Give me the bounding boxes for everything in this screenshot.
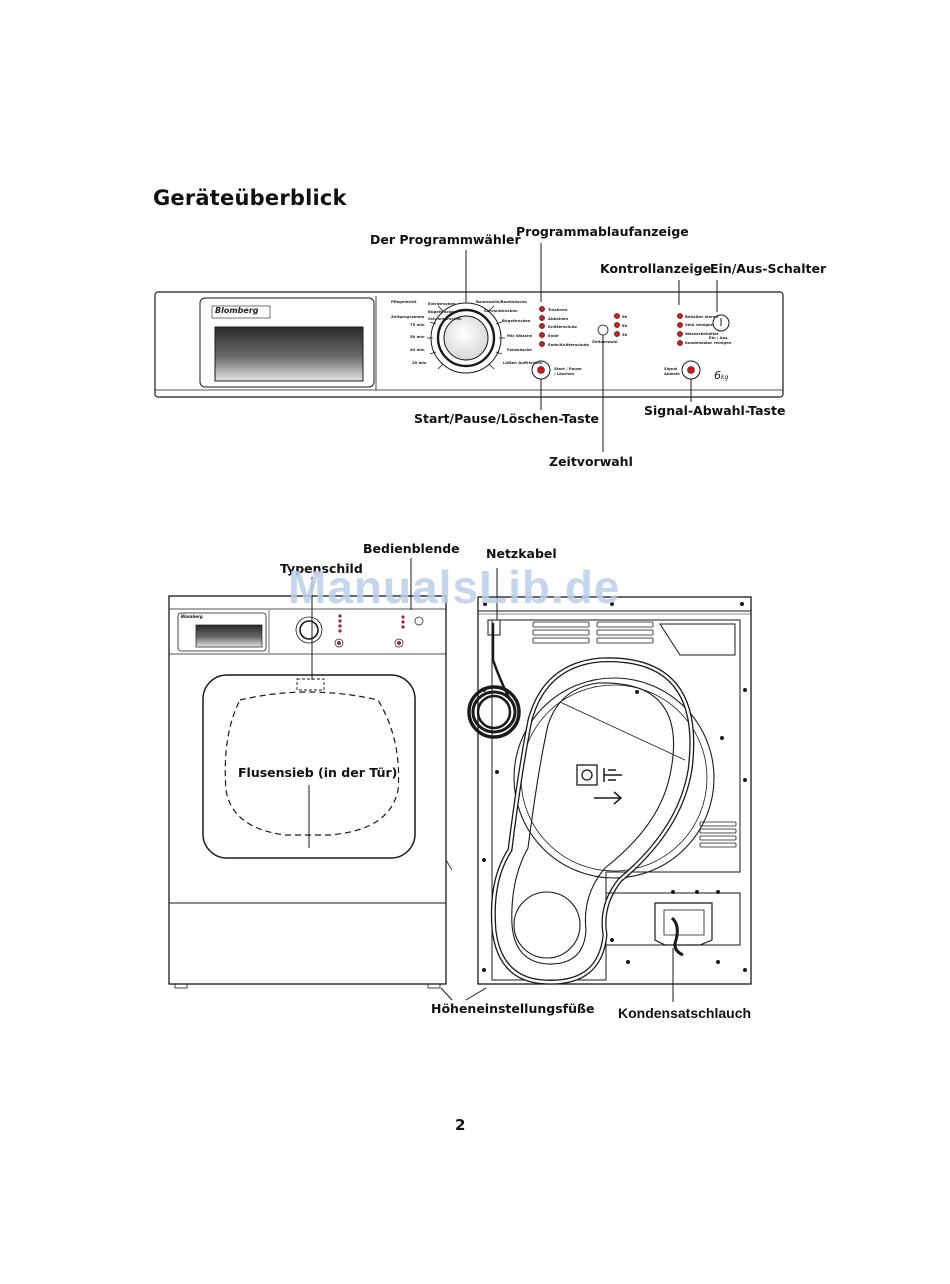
progress-led-label: Knitterschutz (548, 324, 577, 329)
progress-led-label: Trocknen (548, 307, 568, 312)
label-mains-cable: Netzkabel (486, 546, 557, 561)
program-selector-dial[interactable] (438, 310, 494, 366)
dial-label: Bügeltrocken (502, 318, 531, 323)
rear-view-drawing (467, 568, 752, 1002)
panel-leds (537, 306, 695, 374)
dial-label: Bügeltrocken (428, 309, 457, 314)
label-start-pause: Start/Pause/Löschen-Taste (414, 411, 600, 426)
delay-led-label: 9h (622, 314, 628, 319)
start-button-label: Start / Pause / Löschen (554, 366, 582, 376)
control-led-label: Sieb reinigen (685, 322, 714, 327)
start-pause-button[interactable] (532, 361, 550, 379)
dial-label: Extratrocken (428, 301, 456, 306)
label-type-plate: Typenschild (280, 561, 363, 576)
time-label: 75 min (410, 322, 425, 327)
on-off-button-label: Ein / Aus (709, 335, 728, 340)
label-program-selector: Der Programmwähler (370, 232, 521, 247)
label-on-off: Ein/Aus-Schalter (710, 261, 827, 276)
signal-button-label: Signal Abwahl (664, 366, 680, 376)
label-signal-off: Signal-Abwahl-Taste (644, 403, 786, 418)
dial-label: Pflegeleicht (391, 299, 417, 304)
capacity-label: 6kg (714, 369, 729, 382)
front-view-drawing (168, 558, 487, 1001)
time-label: 40 min (410, 347, 425, 352)
time-label: 20 min (412, 360, 427, 365)
control-led-label: Kondensator reinigen (685, 340, 732, 345)
dial-label: Schranktrocken (484, 308, 518, 313)
page-title: Geräteüberblick (153, 186, 347, 210)
delay-led-label: 6h (622, 323, 628, 328)
label-adjustable-feet: Höheneinstellungsfüße (431, 1001, 595, 1016)
edge-mark (445, 859, 453, 871)
label-control-display: Kontrollanzeige (600, 261, 712, 276)
progress-led-label: Ende (548, 333, 559, 338)
label-condensate-hose: Kondensatschlauch (618, 1005, 752, 1021)
signal-off-button[interactable] (682, 361, 700, 379)
front-brand-logo: Blomberg (181, 614, 203, 619)
label-time-delay: Zeitvorwahl (549, 454, 633, 469)
time-delay-button[interactable] (598, 325, 608, 335)
watermark: ManualsLib.de (288, 561, 621, 613)
on-off-button[interactable] (713, 315, 729, 331)
time-label: 50 min (410, 334, 425, 339)
control-led-label: Wasserbehälter (685, 331, 719, 336)
dial-label: Mix Wäsche (507, 333, 533, 338)
brand-logo: Blomberg (215, 306, 259, 315)
label-control-panel: Bedienblende (363, 541, 460, 556)
dial-label: Lüften Auffrischen (503, 360, 543, 365)
dial-label: Schranktrocken (428, 316, 462, 321)
control-led-label: Behälter leeren (685, 314, 719, 319)
progress-led-label: Abkühlen (548, 316, 569, 321)
control-panel-drawing (154, 243, 784, 452)
progress-led-label: Ende/Knitterschutz (548, 342, 589, 347)
dial-label: Feinwäsche (507, 347, 532, 352)
page-number: 2 (455, 1116, 466, 1134)
front-view-leds (337, 614, 405, 646)
dial-label: Baumwolle/Buntwäsche (476, 299, 527, 304)
delay-button-label: Zeitvorwahl (592, 339, 618, 344)
delay-led-label: 3h (622, 332, 628, 337)
dial-label: Zeitprogramme (391, 314, 425, 319)
label-lint-filter: Flusensieb (in der Tür) (238, 765, 398, 780)
label-program-progress: Programmablaufanzeige (516, 224, 689, 239)
